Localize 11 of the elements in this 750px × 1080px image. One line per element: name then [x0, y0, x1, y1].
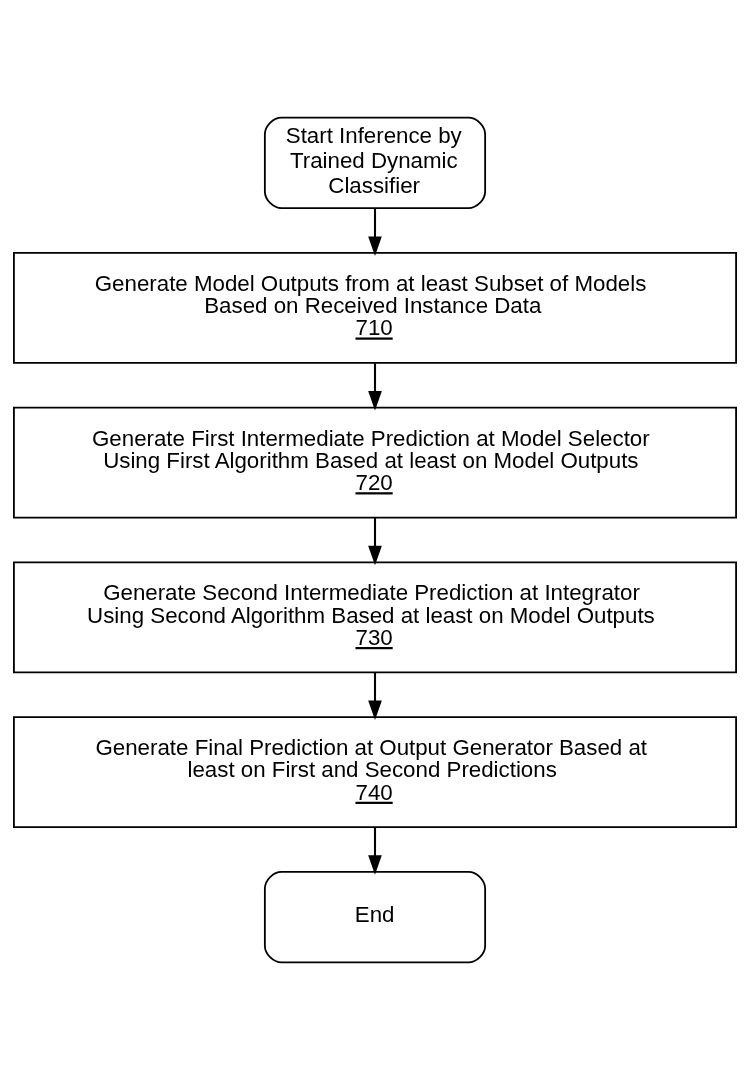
- node-box: Start Inference by Trained Dynamic Classifier: [263, 116, 487, 210]
- arrow: [368, 827, 382, 875]
- node-box: Generate Final Prediction at Output Generator Based at least on First and Second Predictions 740: [13, 716, 737, 829]
- arrow: [368, 518, 382, 566]
- arrow: [368, 672, 382, 721]
- node-box: Generate Second Intermediate Prediction at Integrator Using Second Algorithm Based at least on Model Outputs 730: [13, 561, 737, 674]
- node-box: Generate First Intermediate Prediction at Model Selector Using First Algorithm Based at least on Model Outputs 720: [13, 406, 737, 519]
- arrow: [368, 363, 382, 411]
- node-box: Generate Model Outputs from at least Subset of Models Based on Received Instance Data 710: [13, 251, 737, 364]
- arrow: [368, 208, 382, 256]
- node-box: End: [263, 870, 487, 964]
